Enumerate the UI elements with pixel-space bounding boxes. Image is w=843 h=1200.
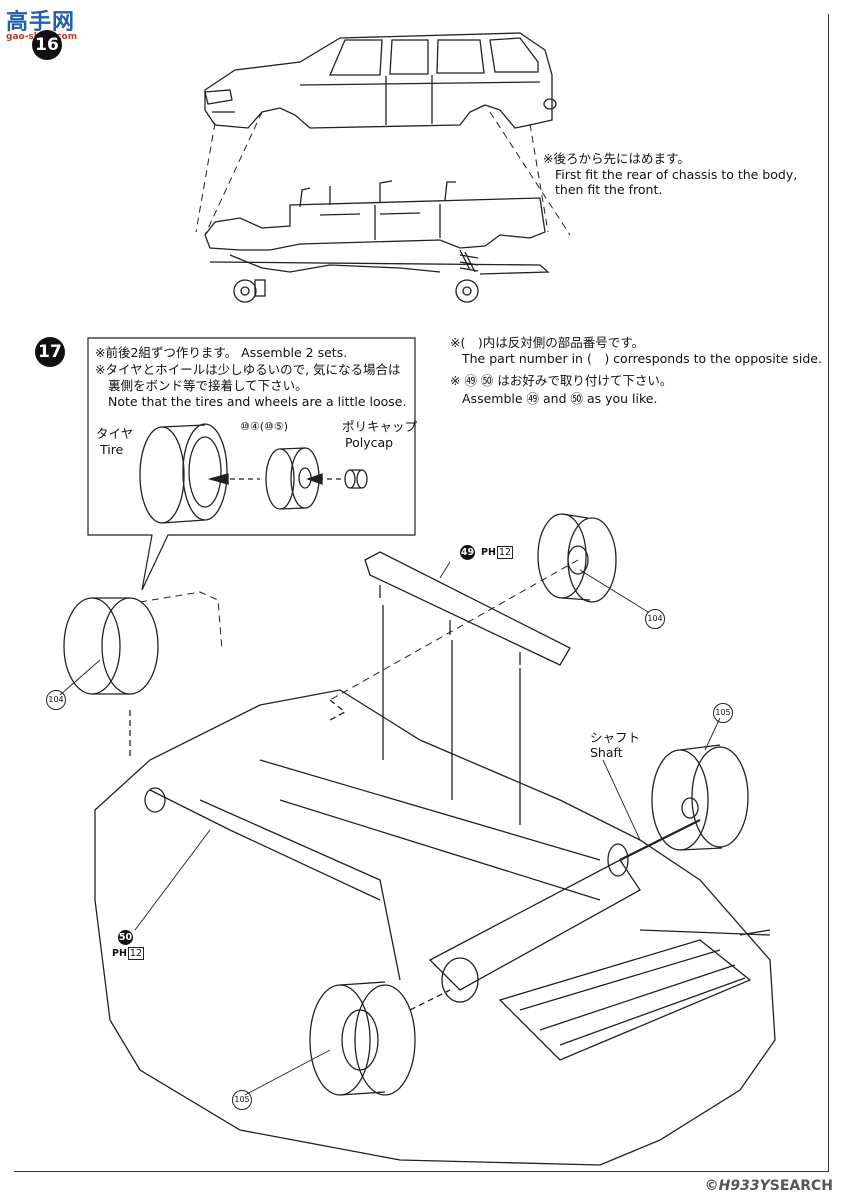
part-104-right: 104 xyxy=(645,609,665,629)
part-105-right-number: 105 xyxy=(713,703,733,723)
part-105-right: 105 xyxy=(713,703,733,723)
step-16-marker: 16 xyxy=(32,30,62,60)
part-50-number: 50 xyxy=(118,930,133,945)
top-right-tire-drawing xyxy=(329,513,617,701)
step-bar-drawing xyxy=(364,551,571,825)
step16-note-jp: ※後ろから先にはめます。 xyxy=(543,151,690,166)
polycap-label-jp: ポリキャップ xyxy=(342,419,418,434)
step17-callout-box xyxy=(87,337,416,591)
part-104-right-number: 104 xyxy=(645,609,665,629)
part-105-bottom: 105 xyxy=(232,1090,252,1110)
watermark-bottom: ©H933YSEARCH xyxy=(705,1178,833,1194)
part-105-bottom-number: 105 xyxy=(232,1090,252,1110)
right-note-1-jp: ※( )内は反対側の部品番号です。 xyxy=(450,335,644,350)
watermark-copyright: © xyxy=(704,1178,719,1194)
suv-body-drawing xyxy=(204,32,557,129)
right-rear-tire-drawing xyxy=(651,744,749,851)
callout-line-1: ※前後2組ずつ作ります。 Assemble 2 sets. xyxy=(95,345,348,360)
ph-num-50: 12 xyxy=(127,947,145,960)
right-note-2-jp: ※ ㊾ ㊿ はお好みで取り付けて下さい。 xyxy=(450,373,673,388)
step16-note-en-1: First fit the rear of chassis to the bod… xyxy=(555,167,798,182)
wheel-part-numbers: ⑩④(⑩⑤) xyxy=(240,420,289,433)
chassis-underside-drawing xyxy=(94,689,776,1166)
callout-line-2: ※タイヤとホイールは少しゆるいので, 気になる場合は xyxy=(95,362,401,377)
right-note-1-en: The part number in ( ) corresponds to th… xyxy=(462,351,822,366)
right-note-2-en: Assemble ㊾ and ㊿ as you like. xyxy=(462,391,658,406)
callout-line-4: Note that the tires and wheels are a lit… xyxy=(108,394,407,409)
ph-label-50: PH xyxy=(112,948,127,959)
shaft-label-jp: シャフト xyxy=(590,730,641,745)
step16-fit-guides xyxy=(195,111,571,236)
step16-note-en-2: then fit the front. xyxy=(555,182,663,197)
shaft-label-en: Shaft xyxy=(590,745,623,760)
ph-num-49: 12 xyxy=(496,546,514,559)
tire-detail-drawing xyxy=(139,423,368,524)
part-104-left: 104 xyxy=(46,690,66,710)
bottom-left-tire-drawing xyxy=(309,981,451,1096)
right-frame-line xyxy=(828,14,829,1172)
chassis-drawing xyxy=(204,180,550,303)
leader-lines xyxy=(59,561,721,1096)
part-49-number: 49 xyxy=(460,545,475,560)
left-tire-drawing xyxy=(63,591,223,695)
watermark-brand: H933Y xyxy=(718,1178,770,1194)
step-17-marker: 17 xyxy=(35,337,65,367)
ph-label-49: PH xyxy=(481,547,496,558)
callout-line-3: 裏側をボンド等で接着して下さい。 xyxy=(108,378,308,393)
bottom-frame-line xyxy=(14,1171,829,1172)
tire-label-en: Tire xyxy=(100,442,124,457)
watermark-suffix: SEARCH xyxy=(769,1178,833,1194)
polycap-label-en: Polycap xyxy=(345,435,394,450)
part-104-left-number: 104 xyxy=(46,690,66,710)
tire-label-jp: タイヤ xyxy=(96,426,134,441)
